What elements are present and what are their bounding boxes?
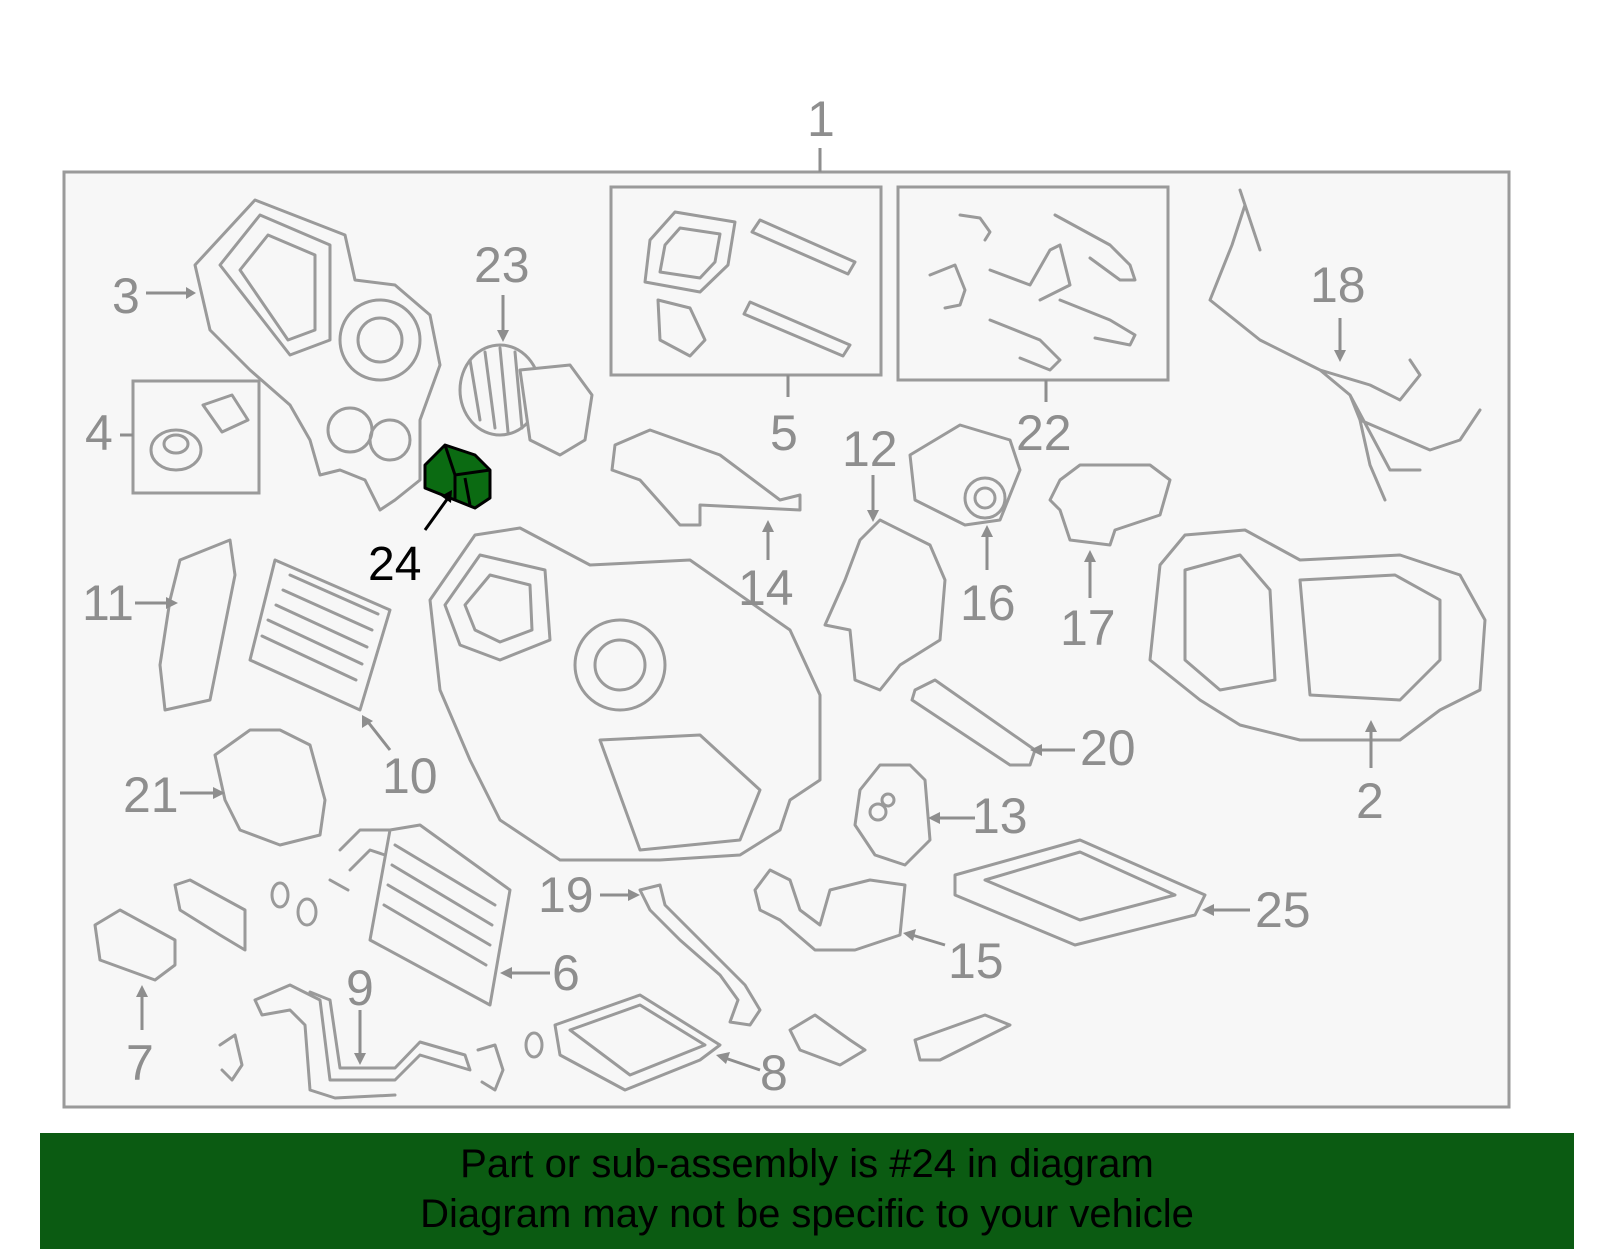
part-20-seal-strip	[910, 678, 1037, 767]
banner-line-part: Part or sub-assembly is #24 in diagram	[460, 1142, 1154, 1186]
leader-10	[366, 721, 392, 751]
callout-15: 15	[948, 933, 1004, 989]
part-25-filter-frame	[953, 838, 1207, 947]
callout-18: 18	[1310, 257, 1366, 313]
part-2-heater-case	[1148, 528, 1487, 742]
part-small-bracket-a	[788, 1013, 867, 1067]
part-9-heater-hoses	[253, 983, 472, 1100]
callout-8: 8	[760, 1045, 788, 1101]
callout-14: 14	[738, 560, 794, 616]
callout-20: 20	[1080, 720, 1136, 776]
part-12-mode-door	[823, 518, 947, 692]
clip-right	[476, 1043, 505, 1092]
part-6-heater-core	[328, 823, 512, 1007]
callout-19: 19	[538, 867, 594, 923]
callout-21: 21	[123, 767, 179, 823]
group-box-4	[131, 379, 261, 495]
callout-5: 5	[770, 405, 798, 461]
leader-15	[911, 933, 946, 947]
part-3-blower-housing	[193, 198, 442, 512]
callout-7: 7	[126, 1035, 154, 1091]
callout-9: 9	[346, 960, 374, 1016]
callout-23: 23	[474, 237, 530, 293]
leader-8	[724, 1056, 761, 1072]
group-box-5	[609, 185, 883, 377]
part-16-actuator-motor	[908, 423, 1022, 527]
part-21-actuator	[213, 728, 327, 847]
part-22-actuator-kit	[928, 213, 1137, 372]
leader-24	[423, 497, 450, 531]
callout-16: 16	[960, 575, 1016, 631]
callout-6: 6	[552, 945, 580, 1001]
o-rings	[270, 881, 544, 1059]
part-19-drain-tube	[638, 883, 762, 1027]
callout-17: 17	[1060, 600, 1116, 656]
part-14-bracket	[610, 428, 802, 527]
part-7-bracket	[93, 908, 177, 982]
part-hvac-case-center	[428, 526, 822, 862]
callout-2: 2	[1356, 773, 1384, 829]
callout-12: 12	[842, 421, 898, 477]
callout-10: 10	[382, 748, 438, 804]
part-18-wiring-harness	[1208, 188, 1482, 502]
callout-1: 1	[807, 91, 835, 147]
part-8-evaporator	[553, 993, 722, 1092]
part-17-door-actuator	[1048, 463, 1172, 547]
callout-4: 4	[85, 405, 113, 461]
info-banner: Part or sub-assembly is #24 in diagram D…	[40, 1133, 1574, 1249]
callout-22: 22	[1016, 405, 1072, 461]
callout-24-highlighted: 24	[368, 538, 421, 591]
part-23-blower-motor	[458, 343, 594, 457]
part-7-shield	[173, 878, 247, 952]
clip-left	[218, 1033, 244, 1082]
part-5-seal-kit	[643, 210, 857, 358]
callout-11: 11	[82, 575, 134, 631]
part-4-motor-mount	[149, 393, 250, 472]
part-small-bracket-b	[913, 1013, 1012, 1062]
part-15-duct	[753, 868, 907, 952]
callout-25: 25	[1255, 882, 1311, 938]
part-11-side-panel	[158, 538, 237, 712]
part-13-cover	[853, 763, 932, 867]
group-box-22	[896, 185, 1170, 382]
banner-line-disclaimer: Diagram may not be specific to your vehi…	[420, 1192, 1194, 1236]
part-24-blower-resistor	[423, 443, 492, 510]
part-10-cabin-filter	[248, 558, 392, 712]
callout-13: 13	[972, 788, 1028, 844]
callout-3: 3	[112, 268, 140, 324]
